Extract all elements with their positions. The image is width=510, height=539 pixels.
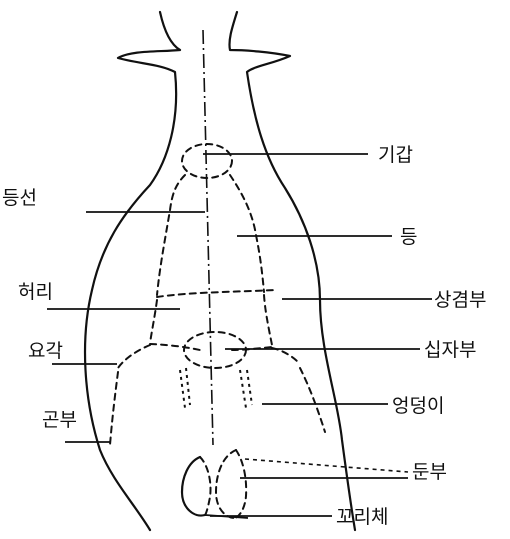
label-gigap: 기갑 bbox=[378, 144, 413, 166]
label-sipjabu: 십자부 bbox=[424, 339, 476, 361]
rump-hatch-marks bbox=[180, 368, 252, 408]
hatch-mark bbox=[186, 368, 190, 405]
label-heori: 허리 bbox=[18, 281, 53, 303]
rump-right-boundary bbox=[300, 368, 325, 432]
loin-top-boundary bbox=[157, 290, 275, 297]
label-kkorichae: 꼬리체 bbox=[336, 506, 388, 528]
hatch-mark bbox=[180, 370, 185, 408]
label-deungseon: 등선 bbox=[2, 187, 37, 209]
hatch-mark bbox=[240, 370, 246, 408]
label-yogak: 요각 bbox=[28, 340, 63, 362]
tail-right-inner bbox=[235, 450, 246, 518]
withers-ellipse bbox=[182, 144, 232, 178]
tail-right-loop bbox=[216, 450, 236, 518]
spine-line bbox=[203, 30, 213, 445]
loin-right-boundary bbox=[264, 295, 272, 345]
hook-right-boundary bbox=[272, 348, 298, 362]
left-body-contour bbox=[85, 12, 180, 530]
hook-boundary bbox=[118, 345, 150, 368]
loin-inner-line bbox=[150, 344, 200, 350]
right-body-contour bbox=[229, 12, 355, 530]
region-boundaries bbox=[110, 144, 325, 445]
tail-region bbox=[182, 450, 248, 518]
tail-left-loop bbox=[182, 457, 205, 516]
label-eongdeongi: 엉덩이 bbox=[392, 395, 444, 417]
loin-left-boundary bbox=[150, 300, 157, 343]
hatch-mark bbox=[247, 370, 252, 405]
leader-dunbu-upper bbox=[245, 459, 408, 472]
label-gonbu: 곤부 bbox=[42, 409, 77, 431]
tail-left-inner bbox=[200, 457, 211, 515]
label-sanggyeombu: 상겸부 bbox=[434, 289, 486, 311]
back-right-boundary bbox=[230, 175, 264, 292]
label-deung: 등 bbox=[400, 226, 417, 248]
pin-boundary bbox=[110, 372, 118, 445]
label-dunbu: 둔부 bbox=[412, 461, 447, 483]
body-outline bbox=[85, 12, 355, 530]
back-left-boundary bbox=[157, 175, 185, 295]
